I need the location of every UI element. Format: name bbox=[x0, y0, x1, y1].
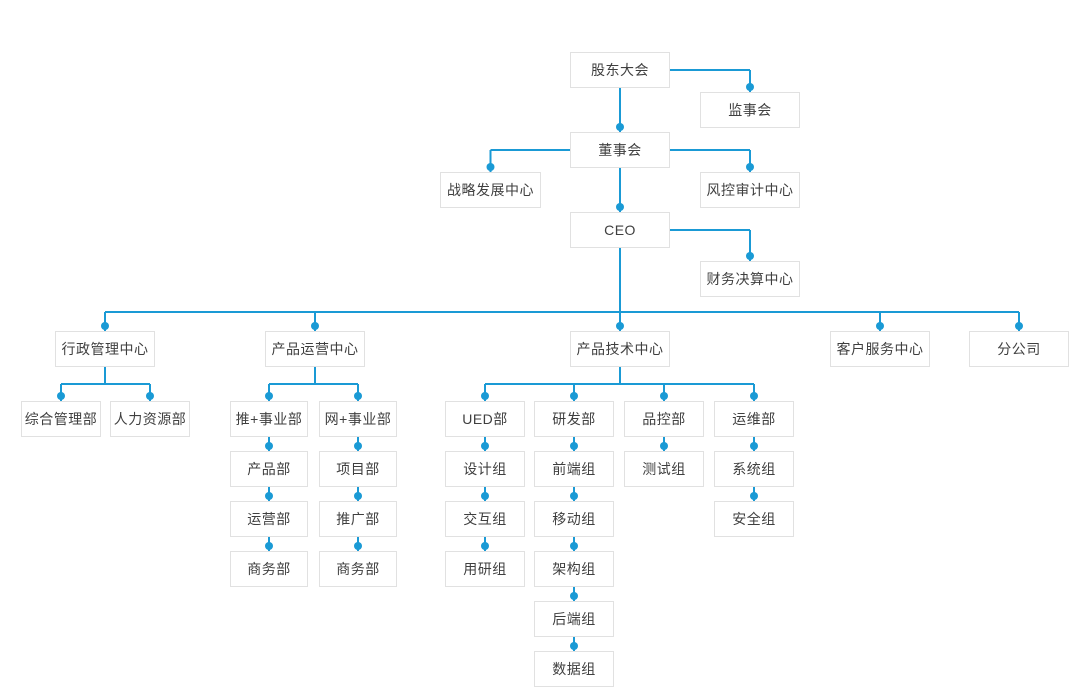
connector-dot bbox=[750, 492, 758, 500]
org-node-frontend: 前端组 bbox=[534, 451, 614, 487]
connector-dot bbox=[57, 392, 65, 400]
connector-dot bbox=[311, 322, 319, 330]
org-node-project: 项目部 bbox=[319, 451, 397, 487]
org-node-hr: 人力资源部 bbox=[110, 401, 190, 437]
connector-dot bbox=[876, 322, 884, 330]
org-node-ceo: CEO bbox=[570, 212, 670, 248]
connector-dot bbox=[616, 203, 624, 211]
org-node-design: 设计组 bbox=[445, 451, 525, 487]
org-node-qa: 品控部 bbox=[624, 401, 704, 437]
connector-dot bbox=[265, 392, 273, 400]
org-node-operation: 运营部 bbox=[230, 501, 308, 537]
org-node-shareholders: 股东大会 bbox=[570, 52, 670, 88]
org-node-ops: 产品运营中心 bbox=[265, 331, 365, 367]
connector-dot bbox=[354, 542, 362, 550]
connector-dot bbox=[570, 542, 578, 550]
connector-dot bbox=[481, 442, 489, 450]
org-node-research: 用研组 bbox=[445, 551, 525, 587]
org-node-promotion: 推广部 bbox=[319, 501, 397, 537]
org-node-tech: 产品技术中心 bbox=[570, 331, 670, 367]
org-node-general-admin: 综合管理部 bbox=[21, 401, 101, 437]
connector-dot bbox=[1015, 322, 1023, 330]
org-node-om: 运维部 bbox=[714, 401, 794, 437]
connector-dot bbox=[570, 442, 578, 450]
connector-dot bbox=[265, 442, 273, 450]
connector-dot bbox=[101, 322, 109, 330]
connector-dot bbox=[354, 392, 362, 400]
org-node-risk: 风控审计中心 bbox=[700, 172, 800, 208]
org-node-service: 客户服务中心 bbox=[830, 331, 930, 367]
org-node-product: 产品部 bbox=[230, 451, 308, 487]
connector-dot bbox=[481, 492, 489, 500]
connector-dot bbox=[146, 392, 154, 400]
connector-dot bbox=[616, 322, 624, 330]
connector-dot bbox=[660, 392, 668, 400]
org-node-admin: 行政管理中心 bbox=[55, 331, 155, 367]
org-node-sysgroup: 系统组 bbox=[714, 451, 794, 487]
connector-dot bbox=[570, 492, 578, 500]
connector-dot bbox=[660, 442, 668, 450]
org-node-strategy: 战略发展中心 bbox=[440, 172, 541, 208]
connector-dot bbox=[265, 542, 273, 550]
connector-dot bbox=[354, 442, 362, 450]
connector-dot bbox=[354, 492, 362, 500]
org-node-arch: 架构组 bbox=[534, 551, 614, 587]
connector-dot bbox=[570, 392, 578, 400]
connector-dot bbox=[570, 642, 578, 650]
connector-dot bbox=[750, 392, 758, 400]
org-node-supervisory: 监事会 bbox=[700, 92, 800, 128]
org-node-rnd: 研发部 bbox=[534, 401, 614, 437]
connector-dot bbox=[746, 252, 754, 260]
org-node-wang-bu: 网+事业部 bbox=[319, 401, 397, 437]
org-node-interaction: 交互组 bbox=[445, 501, 525, 537]
org-node-finance: 财务决算中心 bbox=[700, 261, 800, 297]
org-node-tui-bu: 推+事业部 bbox=[230, 401, 308, 437]
connector-dot bbox=[481, 542, 489, 550]
org-node-biz2: 商务部 bbox=[319, 551, 397, 587]
org-node-testing: 测试组 bbox=[624, 451, 704, 487]
org-node-branch: 分公司 bbox=[969, 331, 1069, 367]
org-node-mobile: 移动组 bbox=[534, 501, 614, 537]
connector-dot bbox=[570, 592, 578, 600]
org-node-ued: UED部 bbox=[445, 401, 525, 437]
org-node-board: 董事会 bbox=[570, 132, 670, 168]
org-node-data: 数据组 bbox=[534, 651, 614, 687]
org-node-security: 安全组 bbox=[714, 501, 794, 537]
connector-dot bbox=[746, 83, 754, 91]
connector-dot bbox=[265, 492, 273, 500]
connector-dot bbox=[750, 442, 758, 450]
org-node-backend: 后端组 bbox=[534, 601, 614, 637]
connector-dot bbox=[481, 392, 489, 400]
connector-dot bbox=[616, 123, 624, 131]
connector-dot bbox=[486, 163, 495, 171]
connector-dot bbox=[746, 163, 754, 171]
org-node-biz1: 商务部 bbox=[230, 551, 308, 587]
